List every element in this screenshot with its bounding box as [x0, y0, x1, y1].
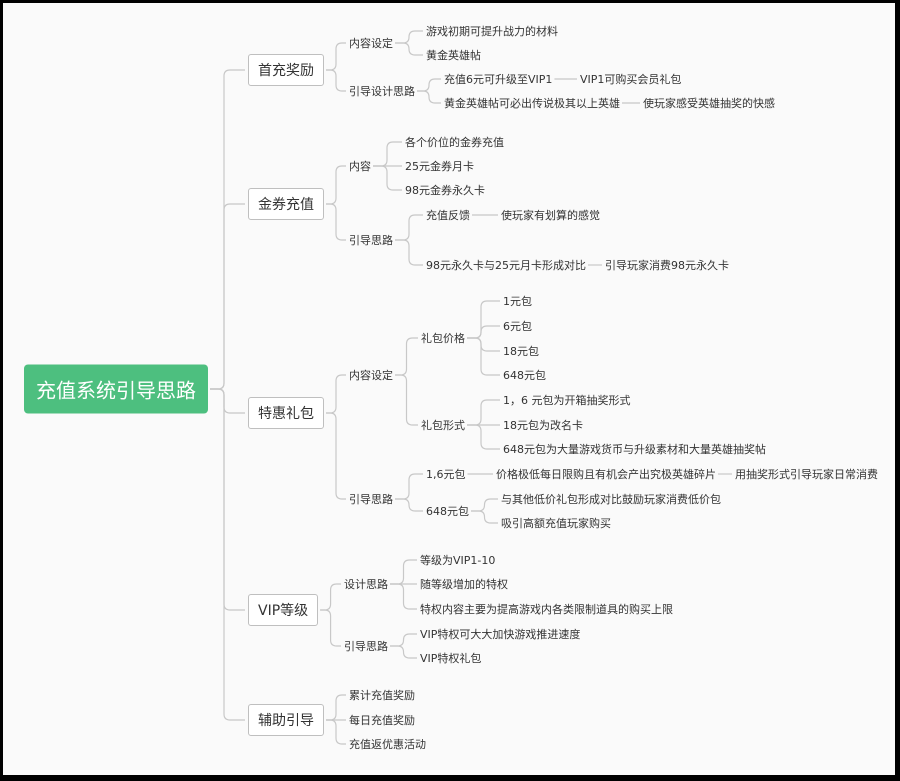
connector-line [395, 214, 423, 241]
connector-line [326, 412, 346, 500]
node-pack-price[interactable]: 礼包价格 [421, 332, 465, 345]
branch-special-pack[interactable]: 特惠礼包 [248, 397, 324, 429]
node-content-setting[interactable]: 内容设定 [349, 37, 393, 50]
connector-line [467, 300, 500, 339]
connector-line [390, 583, 417, 610]
leaf-node[interactable]: 1元包 [503, 295, 532, 308]
leaf-node[interactable]: 18元包 [503, 345, 539, 358]
connector-line [210, 69, 245, 390]
node-guide-design[interactable]: 引导设计思路 [349, 85, 415, 98]
leaf-node[interactable]: VIP1可购买会员礼包 [580, 73, 682, 86]
connector-line [390, 645, 417, 659]
leaf-node[interactable]: 1，6 元包为开箱抽奖形式 [503, 394, 631, 407]
connector-line [210, 388, 245, 414]
connector-line [467, 399, 500, 426]
leaf-node[interactable]: 98元永久卡与25元月卡形成对比 [426, 259, 586, 272]
leaf-node[interactable]: 使玩家有划算的感觉 [501, 209, 600, 222]
connector-line [210, 388, 245, 721]
node-content[interactable]: 内容 [349, 160, 371, 173]
node-guide-idea[interactable]: 引导思路 [349, 234, 393, 247]
node-pack-648[interactable]: 648元包 [426, 505, 469, 518]
connector-line [373, 141, 402, 167]
leaf-node[interactable]: 6元包 [503, 320, 532, 333]
connector-line [326, 694, 346, 721]
connector-line [417, 90, 441, 104]
leaf-node[interactable]: 18元包为改名卡 [503, 419, 583, 432]
connector-line [390, 559, 417, 585]
connector-line [395, 498, 423, 512]
leaf-node[interactable]: 特权内容主要为提高游戏内各类限制道具的购买上限 [420, 603, 673, 616]
connector-line [210, 388, 245, 611]
connector-line [395, 42, 423, 56]
connector-line [326, 203, 346, 241]
connector-line [467, 424, 500, 450]
leaf-node[interactable]: 黄金英雄帖 [426, 49, 481, 62]
connector-line [373, 165, 402, 191]
connector-line [471, 510, 498, 524]
branch-vip-level[interactable]: VIP等级 [248, 594, 319, 626]
node-guide-idea[interactable]: 引导思路 [344, 640, 388, 653]
node-guide-idea[interactable]: 引导思路 [349, 493, 393, 506]
leaf-node[interactable]: 98元金券永久卡 [405, 184, 485, 197]
connector-line [326, 374, 346, 414]
leaf-node[interactable]: 各个价位的金券充值 [405, 136, 504, 149]
node-design-idea[interactable]: 设计思路 [344, 578, 388, 591]
leaf-node[interactable]: 648元包为大量游戏货币与升级素材和大量英雄抽奖帖 [503, 443, 766, 456]
leaf-node[interactable]: 充值反馈 [426, 209, 470, 222]
leaf-node[interactable]: 随等级增加的特权 [420, 578, 508, 591]
connector-line [326, 165, 346, 205]
mindmap-canvas: 充值系统引导思路 首充奖励 内容设定 游戏初期可提升战力的材料 黄金英雄帖 引导… [3, 3, 895, 775]
node-pack-1-6[interactable]: 1,6元包 [426, 468, 466, 481]
connector-line [395, 374, 418, 426]
root-node[interactable]: 充值系统引导思路 [24, 364, 208, 414]
connector-line [326, 69, 346, 92]
leaf-node[interactable]: 每日充值奖励 [349, 714, 415, 727]
connector-line [395, 239, 423, 266]
leaf-node[interactable]: 648元包 [503, 369, 546, 382]
leaf-node[interactable]: 吸引高额充值玩家购买 [501, 517, 611, 530]
leaf-node[interactable]: 充值6元可升级至VIP1 [444, 73, 553, 86]
connector-line [467, 337, 500, 376]
leaf-node[interactable]: 累计充值奖励 [349, 689, 415, 702]
connector-line [395, 337, 418, 376]
leaf-node[interactable]: 价格极低每日限购且有机会产出究极英雄碎片 [496, 468, 716, 481]
leaf-node[interactable]: 引导玩家消费98元永久卡 [605, 259, 729, 272]
connector-line [395, 30, 423, 44]
connector-line [320, 609, 341, 647]
leaf-node[interactable]: 黄金英雄帖可必出传说极其以上英雄 [444, 97, 620, 110]
leaf-node[interactable]: 与其他低价礼包形成对比鼓励玩家消费低价包 [501, 493, 721, 506]
connector-line [417, 78, 441, 92]
leaf-node[interactable]: VIP特权可大大加快游戏推进速度 [420, 628, 581, 641]
leaf-node[interactable]: 用抽奖形式引导玩家日常消费 [735, 468, 878, 481]
branch-coupon-recharge[interactable]: 金券充值 [248, 188, 324, 220]
leaf-node[interactable]: VIP特权礼包 [420, 652, 482, 665]
leaf-node[interactable]: 使玩家感受英雄抽奖的快感 [643, 97, 775, 110]
connector-line [390, 633, 417, 647]
node-pack-form[interactable]: 礼包形式 [421, 419, 465, 432]
leaf-node[interactable]: 游戏初期可提升战力的材料 [426, 25, 558, 38]
connector-line [320, 583, 341, 611]
node-content-setting[interactable]: 内容设定 [349, 369, 393, 382]
connector-line [210, 203, 245, 390]
connector-line [467, 337, 500, 352]
connector-line [326, 719, 346, 745]
connector-line [326, 42, 346, 71]
leaf-node[interactable]: 充值返优惠活动 [349, 738, 426, 751]
connector-lines [210, 30, 732, 745]
branch-first-recharge[interactable]: 首充奖励 [248, 54, 324, 86]
connector-line [471, 498, 498, 512]
leaf-node[interactable]: 25元金券月卡 [405, 160, 474, 173]
connector-line [395, 473, 423, 500]
leaf-node[interactable]: 等级为VIP1-10 [420, 554, 496, 567]
connector-line [467, 325, 500, 339]
branch-auxiliary-guide[interactable]: 辅助引导 [248, 704, 324, 736]
